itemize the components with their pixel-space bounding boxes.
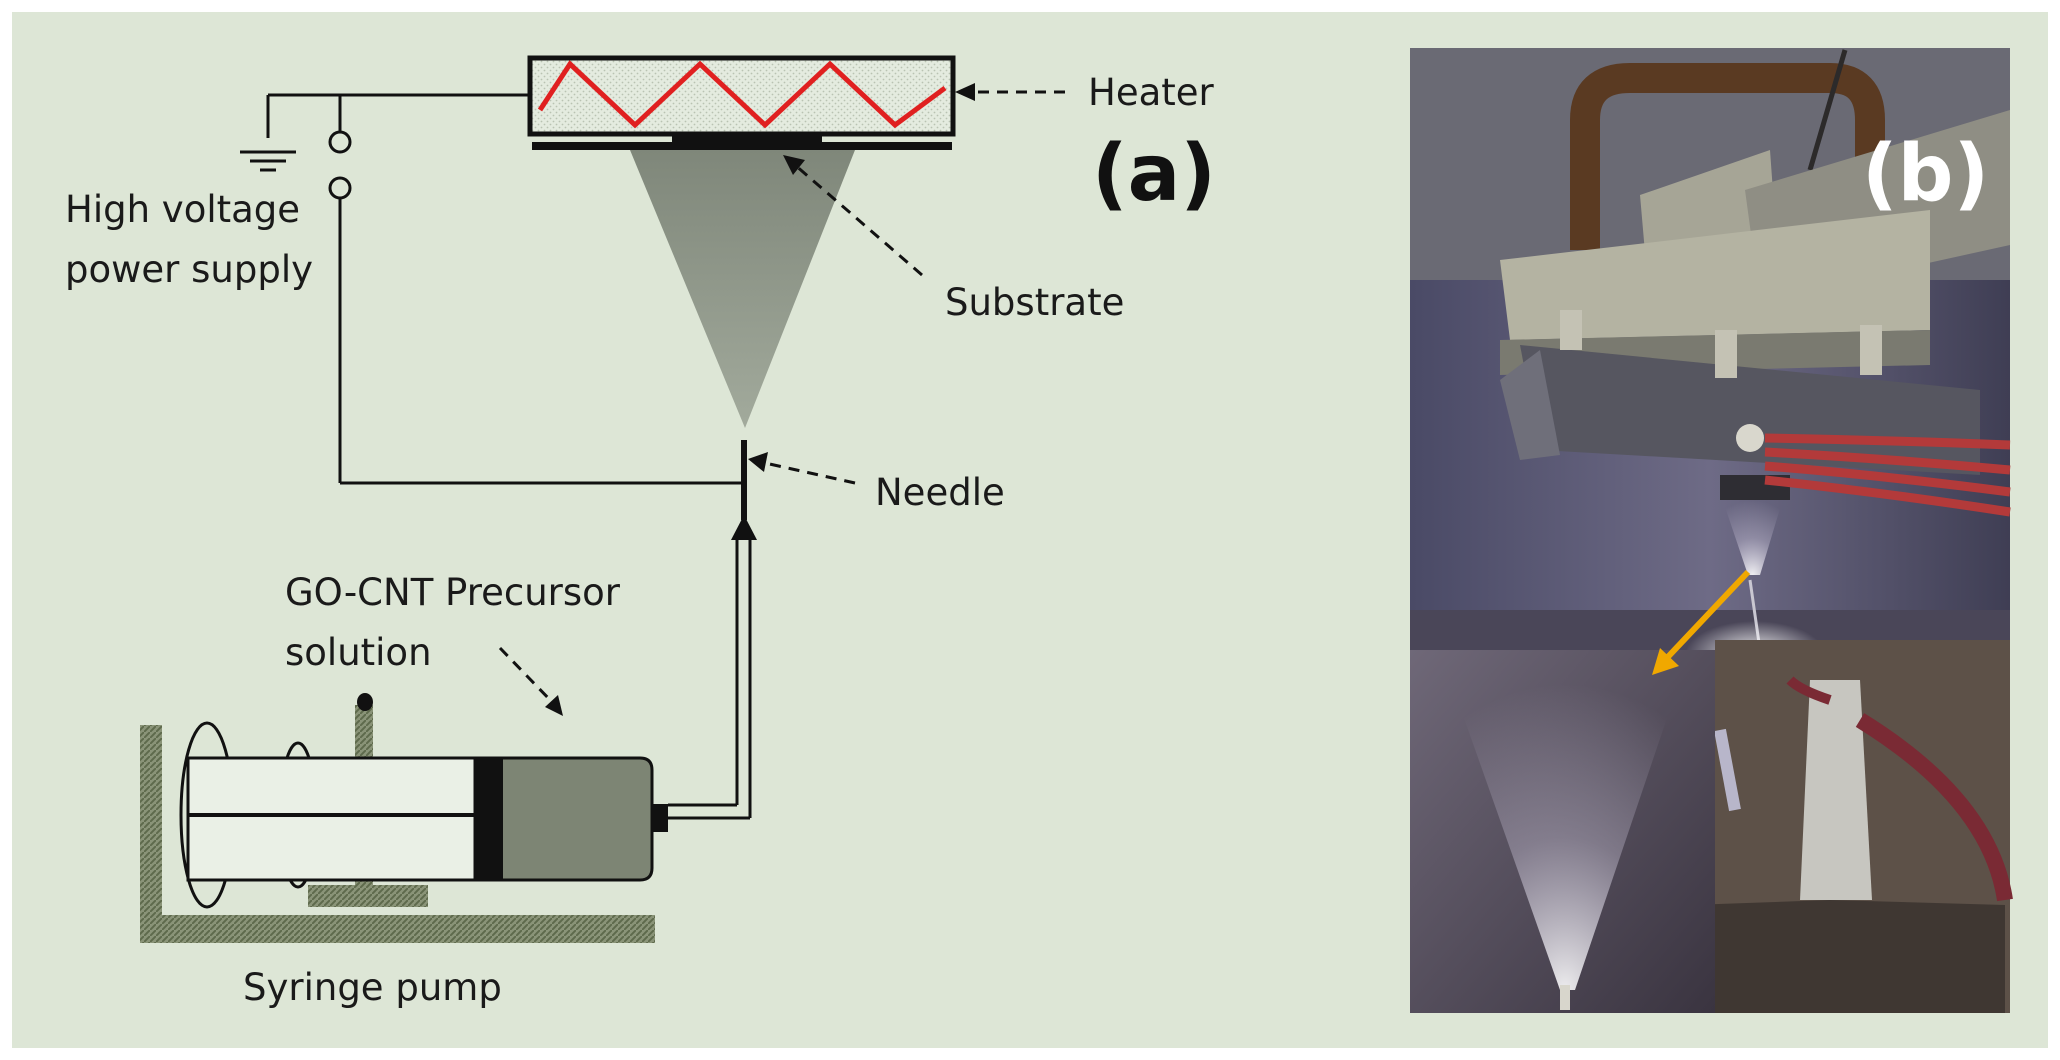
apparatus-handle <box>1570 63 1885 250</box>
bolts <box>1560 310 1882 452</box>
heater-block <box>527 55 956 137</box>
syringe-pump-label: Syringe pump <box>243 966 502 1009</box>
syringe <box>179 721 668 909</box>
photo-stand <box>1800 680 1872 900</box>
schematic-panel-a: Heater Substrate Needle High voltage pow… <box>65 55 1216 1009</box>
photo-arrow <box>1652 569 1751 675</box>
leader-arrows <box>498 90 1065 705</box>
photo-panel-b: (b) <box>1410 48 2013 1013</box>
precursor-label-line2: solution <box>285 631 432 674</box>
switch-terminal-bottom <box>328 176 352 200</box>
power-supply-label-line1: High voltage <box>65 188 300 231</box>
feed-tube <box>668 540 752 820</box>
needle <box>741 440 747 520</box>
circuit-wires <box>266 93 745 485</box>
heater-label: Heater <box>1088 71 1215 114</box>
spray-cone <box>630 150 855 428</box>
power-supply-label-line2: power supply <box>65 248 313 291</box>
substrate-label: Substrate <box>945 281 1124 324</box>
arrowheads <box>545 83 975 716</box>
inset-plume <box>1440 650 1690 990</box>
substrate-plate <box>532 132 952 150</box>
heater-coil <box>537 60 947 129</box>
needle-fitting <box>731 515 757 540</box>
needle-label: Needle <box>875 471 1005 514</box>
switch-terminal-top <box>328 130 352 154</box>
photo-spray-plume <box>1720 492 1785 575</box>
panel-b-tag: (b) <box>1862 129 1989 219</box>
panel-a-tag: (a) <box>1092 129 1216 219</box>
precursor-label-line1: GO-CNT Precursor <box>285 571 621 614</box>
heater-cables <box>1764 433 2011 517</box>
ground-icon <box>240 150 296 172</box>
